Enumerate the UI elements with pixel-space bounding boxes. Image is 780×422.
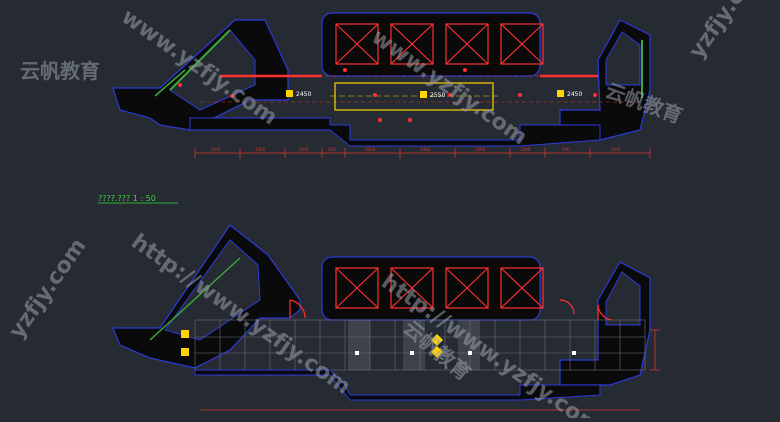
svg-text:2550: 2550 [430,92,445,99]
ceiling-height-tag-2: 2550 [420,91,445,99]
svg-text:2450: 2450 [296,91,311,98]
ceiling-height-tag-3: 2450 [557,90,582,98]
svg-text:????.??? 1 : 50: ????.??? 1 : 50 [98,194,156,203]
dimension-line-top [194,148,651,158]
ceiling-lights [178,68,597,122]
svg-text:1000: 1000 [298,147,309,152]
floor-plan [112,224,660,411]
door-swings [289,299,613,321]
ceiling-height-tag-1: 2450 [286,90,311,98]
elevator-shafts-top [335,23,544,65]
svg-text:500: 500 [328,147,336,152]
ceiling-soffit [334,82,494,111]
svg-text:yzfjy.com: yzfjy.com [684,0,771,63]
svg-text:1000: 1000 [420,147,431,152]
svg-text:1000: 1000 [610,147,621,152]
svg-text:1000: 1000 [520,147,531,152]
svg-text:1000: 1000 [255,147,266,152]
ceiling-plan: 2450 2550 2450 1000 1000 1000 500 1000 1… [112,12,651,158]
svg-text:yzfjy.com: yzfjy.com [4,234,91,343]
floor-fixtures [355,351,576,355]
floor-markers [181,330,443,358]
svg-text:2450: 2450 [567,91,582,98]
svg-text:500: 500 [562,147,570,152]
elevator-shafts-floor [335,267,544,309]
svg-text:云帆教育: 云帆教育 [20,59,100,83]
svg-text:1000: 1000 [365,147,376,152]
svg-text:1000: 1000 [475,147,486,152]
floor-tile-grid [194,319,646,371]
scale-label: ????.??? 1 : 50 [98,194,178,204]
svg-text:1000: 1000 [210,147,221,152]
